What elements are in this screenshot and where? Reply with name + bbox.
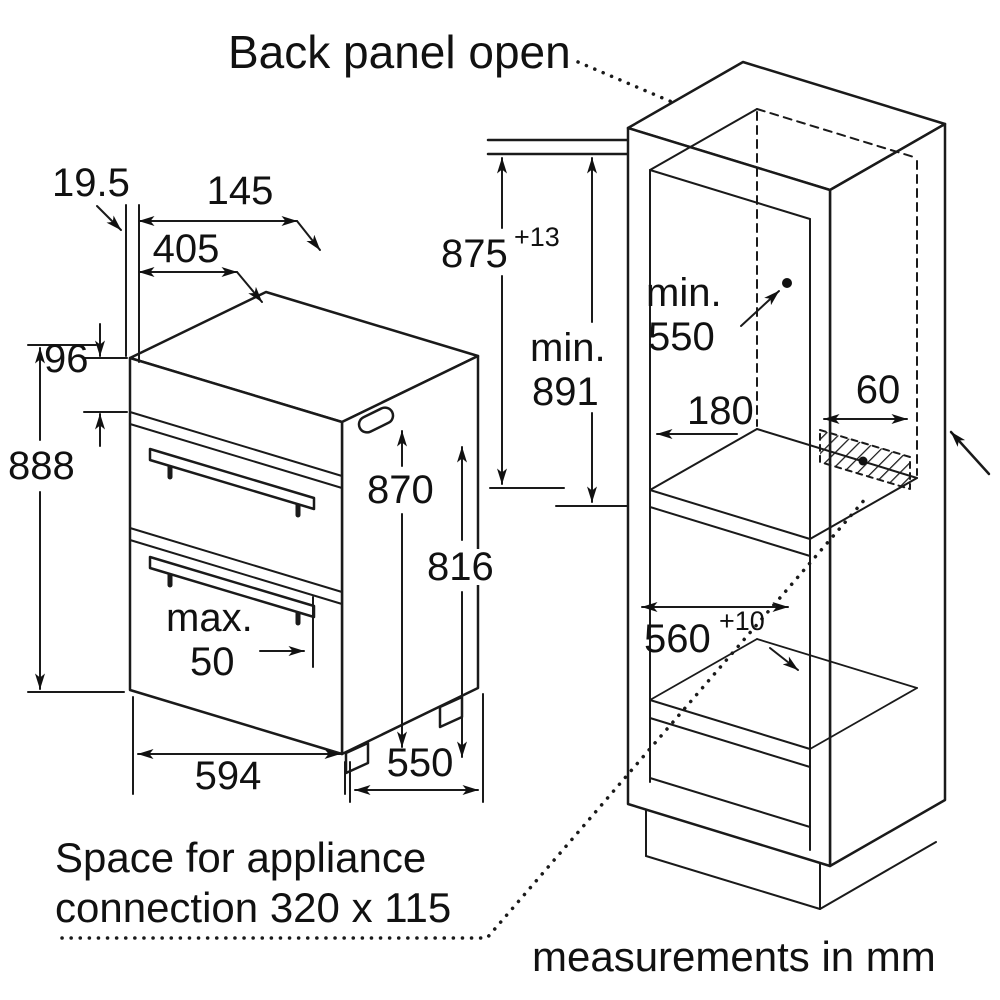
dim-145-label: 145 (207, 169, 274, 213)
oven-drawing (128, 290, 480, 775)
dim-870-label: 870 (367, 468, 434, 512)
dim-handle-max-50 (259, 596, 314, 668)
dim-total-height-888 (27, 344, 125, 693)
dim-19-5-label: 19.5 (52, 161, 130, 205)
dim-891-label: 891 (532, 370, 599, 414)
dim-875-label: 875 (441, 232, 508, 276)
dim-50-label: 50 (190, 640, 235, 684)
units-note: measurements in mm (532, 933, 936, 980)
dim-min-550-arrow (740, 290, 780, 327)
dim-min550-prefix-label: min. (646, 271, 722, 315)
dim-min550-label: 550 (648, 315, 715, 359)
oven-side-grip-cutout (357, 406, 395, 434)
dim-875-tolerance-label: +13 (514, 222, 560, 252)
dim-width-594 (132, 696, 346, 795)
back-panel-open-label: Back panel open (228, 26, 571, 78)
dim-405-label: 405 (153, 227, 220, 271)
dim-594-label: 594 (195, 754, 262, 798)
oven-front-face (128, 356, 344, 756)
worktop-lines (486, 138, 630, 156)
dim-panel-height-96 (83, 323, 128, 447)
dim-888-label: 888 (8, 444, 75, 488)
dim-door-protrusion (96, 204, 140, 363)
dim-550-label: 550 (387, 741, 454, 785)
connection-note-line1: Space for appliance (55, 834, 426, 881)
back-panel-open-outline (756, 108, 918, 476)
dim-min891-prefix-label: min. (530, 326, 606, 370)
leader-back-panel (576, 60, 674, 104)
dim-560-tolerance-label: +10 (719, 606, 765, 636)
cabinet-plinth (645, 809, 937, 910)
cabinet-drawing (626, 60, 947, 910)
dim-depth-550 (349, 693, 484, 803)
reference-dot (782, 278, 792, 288)
dim-depth-405 (138, 267, 263, 303)
cabinet-front-face (626, 126, 832, 868)
dim-816-label: 816 (427, 545, 494, 589)
oven-front-details (129, 411, 343, 605)
dim-180-label: 180 (687, 389, 754, 433)
connection-note-line2: connection 320 x 115 (55, 884, 451, 931)
dim-niche-height-875 (489, 157, 565, 489)
oven-door-handle-upper (148, 447, 316, 518)
connection-space-dot (858, 456, 868, 466)
cabinet-frame-inner (649, 108, 811, 851)
dim-niche-depth-560 (641, 602, 799, 671)
side-panel-pointer-arrow (949, 430, 991, 476)
dim-96-label: 96 (44, 337, 89, 381)
dim-60-label: 60 (856, 368, 901, 412)
dim-max-label: max. (166, 596, 253, 640)
dim-depth-145 (138, 216, 321, 251)
dim-min-height-891 (555, 157, 641, 507)
dim-560-label: 560 (644, 617, 711, 661)
label-halo-816 (424, 549, 510, 585)
cabinet-bottom-shelf (649, 638, 918, 768)
